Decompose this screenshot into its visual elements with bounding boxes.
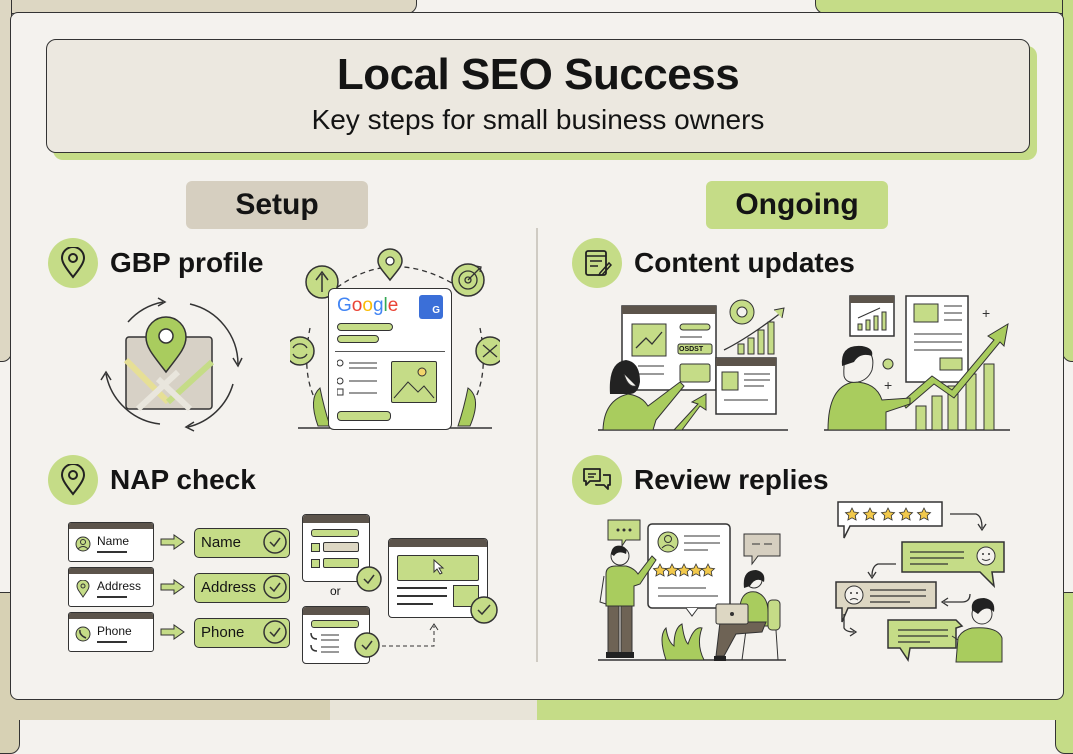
- svg-text:+: +: [884, 377, 892, 393]
- underline: [97, 641, 127, 643]
- placeholder-box: [311, 543, 320, 552]
- section-label-setup: Setup: [186, 181, 368, 229]
- svg-text:+: +: [982, 305, 990, 321]
- window-bar: [303, 607, 369, 615]
- source-field-phone: Phone: [68, 612, 154, 652]
- checkmark-icon: [356, 566, 382, 592]
- placeholder-line: [323, 558, 359, 568]
- arrow-right-icon: [160, 534, 185, 550]
- text-line: [397, 603, 433, 605]
- google-wordmark: Google: [337, 295, 399, 316]
- phone-list-icon: [310, 632, 339, 653]
- window-bar: [69, 613, 153, 619]
- dashed-connector: [382, 623, 439, 647]
- source-field-name: Name: [68, 522, 154, 562]
- placeholder-line: [337, 335, 379, 343]
- map-sync-illustration: [98, 292, 248, 432]
- placeholder-box: [311, 559, 320, 568]
- field-label: Address: [97, 579, 142, 593]
- field-label: Phone: [97, 624, 132, 638]
- review-reply-flow-illustration: [830, 498, 1010, 663]
- nap-field-list: Name Name Address Address Phone Phone: [68, 522, 293, 652]
- review-discussion-illustration: [596, 516, 788, 664]
- step-gbp-profile: GBP profile: [48, 238, 264, 288]
- window-bar: [303, 515, 369, 523]
- frame-strip: [537, 700, 1073, 720]
- checkmark-icon: [263, 620, 287, 644]
- text-line: [397, 587, 447, 589]
- step-label: GBP profile: [110, 247, 264, 278]
- chat-bubbles-icon: [572, 455, 622, 505]
- step-label: Content updates: [634, 247, 855, 278]
- business-profile-card: Google G: [328, 288, 452, 430]
- directory-listing-illustration: or: [302, 514, 502, 664]
- text-line: [397, 595, 447, 597]
- map-pin-icon: [48, 238, 98, 288]
- page-subtitle: Key steps for small business owners: [311, 104, 765, 135]
- business-store-icon: G: [419, 295, 443, 319]
- window-bar: [69, 523, 153, 529]
- browser-window: [302, 514, 370, 582]
- verified-field-phone: Phone: [194, 618, 290, 648]
- window-bar: [389, 539, 487, 547]
- arrow-right-icon: [160, 579, 185, 595]
- section-label-ongoing: Ongoing: [706, 181, 888, 229]
- ui-button-text: OSDST: [679, 346, 704, 353]
- content-editing-illustration: OSDST: [598, 290, 788, 435]
- page-title: Local SEO Success: [336, 50, 740, 99]
- separator: [335, 351, 445, 352]
- map-pin-icon: [48, 455, 98, 505]
- map-pin-icon: [76, 580, 90, 598]
- frame-strip: [330, 700, 540, 720]
- user-icon: [75, 536, 91, 552]
- checkmark-icon: [470, 596, 498, 624]
- placeholder-line: [337, 323, 393, 331]
- verified-field-address: Address: [194, 573, 290, 603]
- image-placeholder-icon: [391, 361, 437, 403]
- step-label: NAP check: [110, 464, 256, 495]
- placeholder-line: [311, 529, 359, 537]
- step-label: Review replies: [634, 464, 829, 495]
- window-bar: [69, 568, 153, 574]
- image-placeholder: [453, 585, 479, 607]
- frame-strip: [0, 700, 330, 720]
- placeholder-line: [311, 620, 359, 628]
- placeholder-button: [337, 411, 391, 421]
- checkmark-icon: [354, 632, 380, 658]
- field-label: Phone: [201, 624, 245, 641]
- step-content-updates: Content updates: [572, 238, 855, 288]
- source-field-address: Address: [68, 567, 154, 607]
- header-banner: Local SEO Success Key steps for small bu…: [46, 39, 1030, 153]
- phone-icon: [75, 626, 91, 642]
- info-rows: [336, 359, 387, 399]
- field-label: Address: [201, 579, 257, 596]
- growth-chart-illustration: + +: [824, 290, 1014, 435]
- cursor-icon: [433, 559, 445, 575]
- underline: [97, 551, 127, 553]
- step-nap-check: NAP check: [48, 455, 256, 505]
- underline: [97, 596, 127, 598]
- checkmark-icon: [263, 530, 287, 554]
- placeholder-line: [323, 542, 359, 552]
- or-label: or: [330, 584, 341, 598]
- checkmark-icon: [263, 575, 287, 599]
- field-label: Name: [97, 534, 130, 548]
- verified-field-name: Name: [194, 528, 290, 558]
- column-divider: [536, 228, 538, 662]
- step-review-replies: Review replies: [572, 455, 829, 505]
- gbp-card-illustration: Google G: [290, 248, 500, 433]
- field-label: Name: [201, 534, 242, 551]
- arrow-right-icon: [160, 624, 185, 640]
- edit-document-icon: [572, 238, 622, 288]
